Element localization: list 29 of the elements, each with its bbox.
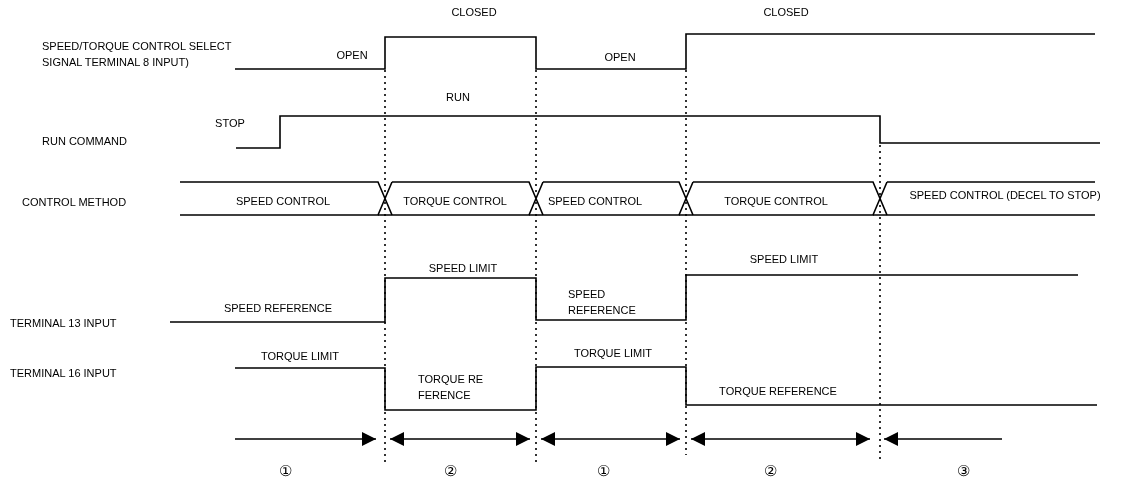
period-number: ② [763, 463, 777, 479]
period-number: ② [443, 463, 457, 479]
state-label: SPEED REFERENCE [568, 287, 637, 318]
signal-name: TERMINAL 13 INPUT [10, 316, 117, 331]
state-label: TORQUE CONTROL [724, 194, 828, 209]
state-label: CLOSED [451, 5, 497, 20]
period-number: ③ [956, 463, 970, 479]
state-label: TORQUE REFERENCE [719, 384, 837, 399]
signal-name: RUN COMMAND [42, 134, 127, 149]
state-label: OPEN [336, 48, 368, 63]
state-label: OPEN [604, 50, 636, 65]
signal-name: CONTROL METHOD [22, 195, 127, 210]
state-label: TORQUE LIMIT [574, 346, 652, 361]
state-label: CLOSED [763, 5, 809, 20]
state-label: TORQUE CONTROL [403, 194, 507, 209]
state-label: SPEED REFERENCE [223, 301, 333, 316]
period-number: ① [278, 463, 292, 479]
state-label: TORQUE LIMIT [261, 349, 339, 364]
signal-name: SPEED/TORQUE CONTROL SELECT SIGNAL TERMINAL 8 INPUT) [42, 39, 232, 70]
state-label: RUN [446, 90, 470, 105]
state-label: TORQUE RE FERENCE [418, 372, 485, 403]
signal-name: TERMINAL 16 INPUT [10, 366, 117, 381]
state-label: SPEED CONTROL [235, 194, 331, 209]
state-label: SPEED CONTROL [547, 194, 643, 209]
state-label: SPEED CONTROL (DECEL TO STOP) [909, 188, 1101, 203]
state-label: SPEED LIMIT [749, 252, 819, 267]
period-number: ① [596, 463, 610, 479]
state-label: STOP [215, 116, 245, 131]
state-label: SPEED LIMIT [428, 261, 498, 276]
